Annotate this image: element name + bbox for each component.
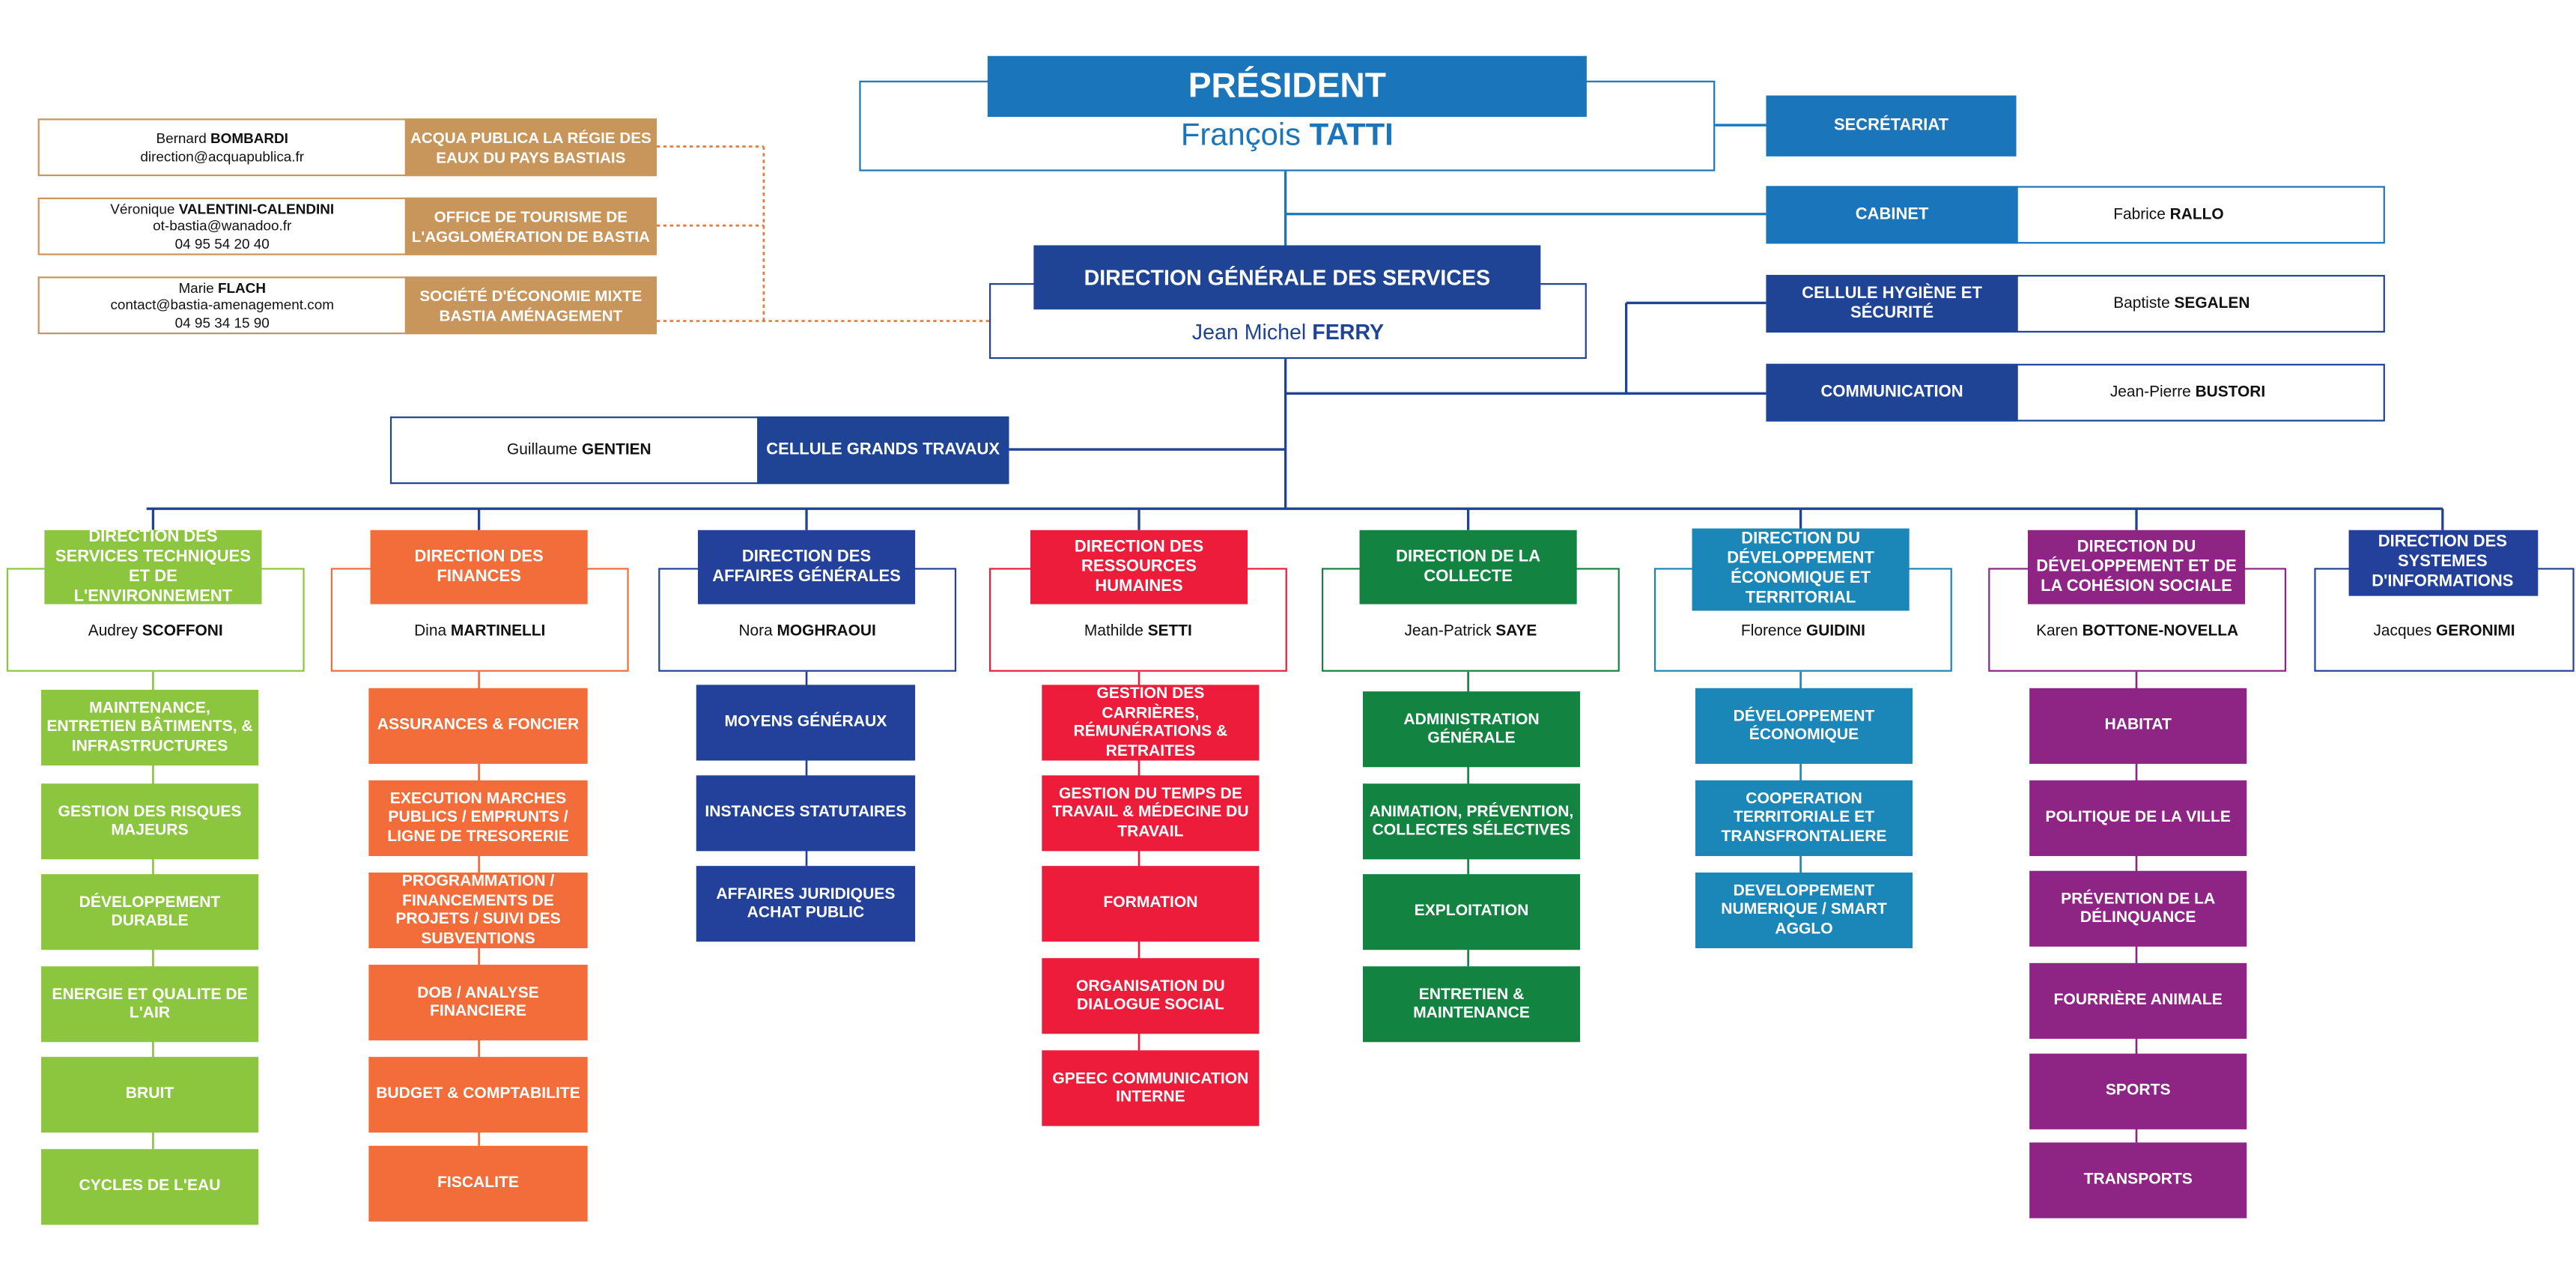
direction-head-last-name: SAYE [1495, 621, 1537, 640]
direction-title: DIRECTION DES SERVICES TECHNIQUES ET DE … [44, 527, 262, 605]
direction-head-name: Nora MOGHRAOUI [738, 622, 875, 640]
direction-head-first-name: Jacques [2373, 621, 2432, 640]
service-box: DEVELOPPEMENT NUMERIQUE / SMART AGGLO [1695, 872, 1913, 949]
service-box: AFFAIRES JURIDIQUES ACHAT PUBLIC [696, 866, 916, 942]
service-box: DOB / ANALYSE FINANCIERE [368, 965, 588, 1041]
direction-head-name: Mathilde SETTI [1084, 622, 1192, 640]
direction-head-first-name: Karen [2036, 621, 2078, 640]
service-box: FORMATION [1042, 866, 1260, 942]
service-box: EXPLOITATION [1362, 874, 1581, 950]
secretariat-label: SECRÉTARIAT [1766, 95, 2017, 157]
direction-title: DIRECTION DES AFFAIRES GÉNÉRALES [697, 530, 916, 604]
direction-head-name: Dina MARTINELLI [414, 622, 545, 640]
direction-title: DIRECTION DES RESSOURCES HUMAINES [1030, 530, 1248, 604]
service-box: POLITIQUE DE LA VILLE [2029, 780, 2247, 856]
direction-title: DIRECTION DES SYSTEMES D'INFORMATIONS [2348, 530, 2538, 596]
service-box: MAINTENANCE, ENTRETIEN BÂTIMENTS, & INFR… [40, 689, 259, 766]
service-box: PRÉVENTION DE LA DÉLINQUANCE [2029, 870, 2247, 947]
service-box: FOURRIÈRE ANIMALE [2029, 962, 2247, 1039]
service-box: GESTION DU TEMPS DE TRAVAIL & MÉDECINE D… [1042, 775, 1260, 852]
direction-head-name: Karen BOTTONE-NOVELLA [2036, 622, 2238, 640]
president-name: François TATTI [1180, 118, 1394, 154]
direction-head-name: Audrey SCOFFONI [88, 622, 223, 640]
direction-head-first-name: Florence [1740, 621, 1802, 640]
communication-label: COMMUNICATION [1766, 363, 2018, 422]
president-title: PRÉSIDENT [987, 55, 1587, 118]
cabinet-name: Fabrice RALLO [2113, 205, 2224, 224]
dgs-name: Jean Michel FERRY [1191, 320, 1385, 345]
direction-head-first-name: Jean-Patrick [1404, 621, 1492, 640]
service-box: SPORTS [2029, 1053, 2247, 1129]
entity-acqua-publica-label: ACQUA PUBLICA LA RÉGIE DES EAUX DU PAYS … [404, 118, 657, 177]
service-box: GPEEC COMMUNICATION INTERNE [1042, 1050, 1260, 1126]
direction-title: DIRECTION DE LA COLLECTE [1359, 530, 1577, 604]
communication-name: Jean-Pierre BUSTORI [2109, 383, 2266, 401]
hygiene-label: CELLULE HYGIÈNE ET SÉCURITÉ [1766, 275, 2018, 333]
direction-head-first-name: Dina [414, 621, 447, 640]
direction-head-last-name: MARTINELLI [450, 621, 546, 640]
service-box: HABITAT [2029, 688, 2247, 764]
service-box: TRANSPORTS [2029, 1142, 2247, 1219]
direction-head-last-name: BOTTONE-NOVELLA [2082, 621, 2239, 640]
dgs-title: DIRECTION GÉNÉRALE DES SERVICES [1033, 245, 1541, 310]
direction-title: DIRECTION DU DÉVELOPPEMENT ET DE LA COHÉ… [2027, 530, 2246, 604]
service-box: ENTRETIEN & MAINTENANCE [1362, 966, 1581, 1043]
service-box: ENERGIE ET QUALITE DE L'AIR [40, 966, 259, 1043]
direction-head-last-name: MOGHRAOUI [777, 621, 876, 640]
service-box: MOYENS GÉNÉRAUX [696, 685, 916, 761]
entity-office-tourisme-label: OFFICE DE TOURISME DE L'AGGLOMÉRATION DE… [404, 197, 657, 255]
service-box: ASSURANCES & FONCIER [368, 688, 588, 764]
direction-head-name: Florence GUIDINI [1741, 622, 1865, 640]
service-box: ORGANISATION DU DIALOGUE SOCIAL [1042, 958, 1260, 1034]
grands-travaux-name: Guillaume GENTIEN [506, 440, 651, 459]
entity-bastia-amenagement-info: Marie FLACH contact@bastia-amenagement.c… [110, 279, 334, 331]
service-box: ANIMATION, PRÉVENTION, COLLECTES SÉLECTI… [1362, 783, 1581, 860]
service-box: GESTION DES RISQUES MAJEURS [40, 783, 259, 860]
direction-title: DIRECTION DES FINANCES [370, 530, 588, 604]
service-box: ADMINISTRATION GÉNÉRALE [1362, 691, 1581, 768]
service-box: EXECUTION MARCHES PUBLICS / EMPRUNTS / L… [368, 780, 588, 856]
entity-office-tourisme-info: Véronique VALENTINI-CALENDINI ot-bastia@… [110, 200, 335, 252]
cabinet-label: CABINET [1766, 186, 2018, 244]
service-box: INSTANCES STATUTAIRES [696, 775, 916, 852]
direction-head-first-name: Nora [738, 621, 773, 640]
service-box: PROGRAMMATION / FINANCEMENTS DE PROJETS … [368, 872, 588, 949]
service-box: BRUIT [40, 1057, 259, 1133]
grands-travaux-label: CELLULE GRANDS TRAVAUX [757, 416, 1009, 485]
service-box: GESTION DES CARRIÈRES, RÉMUNÉRATIONS & R… [1042, 685, 1260, 761]
entity-bastia-amenagement-label: SOCIÉTÉ D'ÉCONOMIE MIXTE BASTIA AMÉNAGEM… [404, 276, 657, 335]
direction-head-last-name: SETTI [1147, 621, 1192, 640]
direction-head-first-name: Mathilde [1084, 621, 1143, 640]
service-box: FISCALITE [368, 1145, 588, 1222]
direction-head-first-name: Audrey [88, 621, 138, 640]
entity-acqua-publica-info: Bernard BOMBARDI direction@acquapublica.… [140, 130, 305, 164]
direction-head-last-name: SCOFFONI [142, 621, 223, 640]
direction-head-last-name: GERONIMI [2436, 621, 2515, 640]
direction-head-last-name: GUIDINI [1805, 621, 1865, 640]
direction-title: DIRECTION DU DÉVELOPPEMENT ÉCONOMIQUE ET… [1692, 528, 1910, 611]
service-box: COOPERATION TERRITORIALE ET TRANSFRONTAL… [1695, 780, 1913, 856]
service-box: DÉVELOPPEMENT ÉCONOMIQUE [1695, 688, 1913, 764]
hygiene-name: Baptiste SEGALEN [2113, 294, 2250, 313]
service-box: DÉVELOPPEMENT DURABLE [40, 874, 259, 950]
service-box: BUDGET & COMPTABILITE [368, 1057, 588, 1133]
service-box: CYCLES DE L'EAU [40, 1149, 259, 1225]
direction-head-name: Jean-Patrick SAYE [1404, 622, 1537, 640]
direction-head-name: Jacques GERONIMI [2373, 622, 2515, 640]
